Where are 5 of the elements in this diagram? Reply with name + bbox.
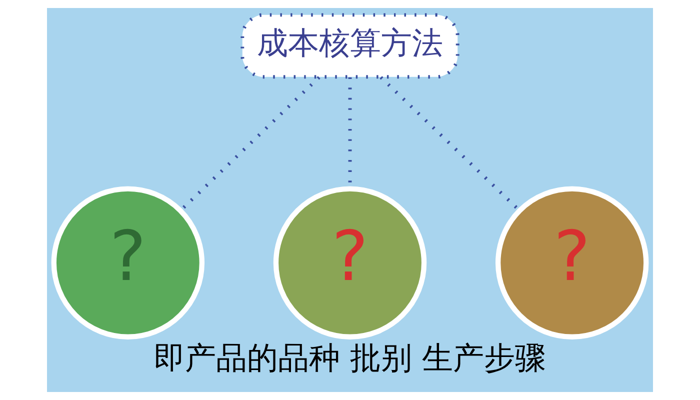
node-circle: ?: [495, 186, 649, 340]
caption: 即产品的品种 批别 生产步骤: [154, 340, 546, 377]
node-circle: ?: [273, 186, 427, 340]
node-circle: ?: [51, 186, 205, 340]
node-box: 成本核算方法: [240, 13, 460, 79]
